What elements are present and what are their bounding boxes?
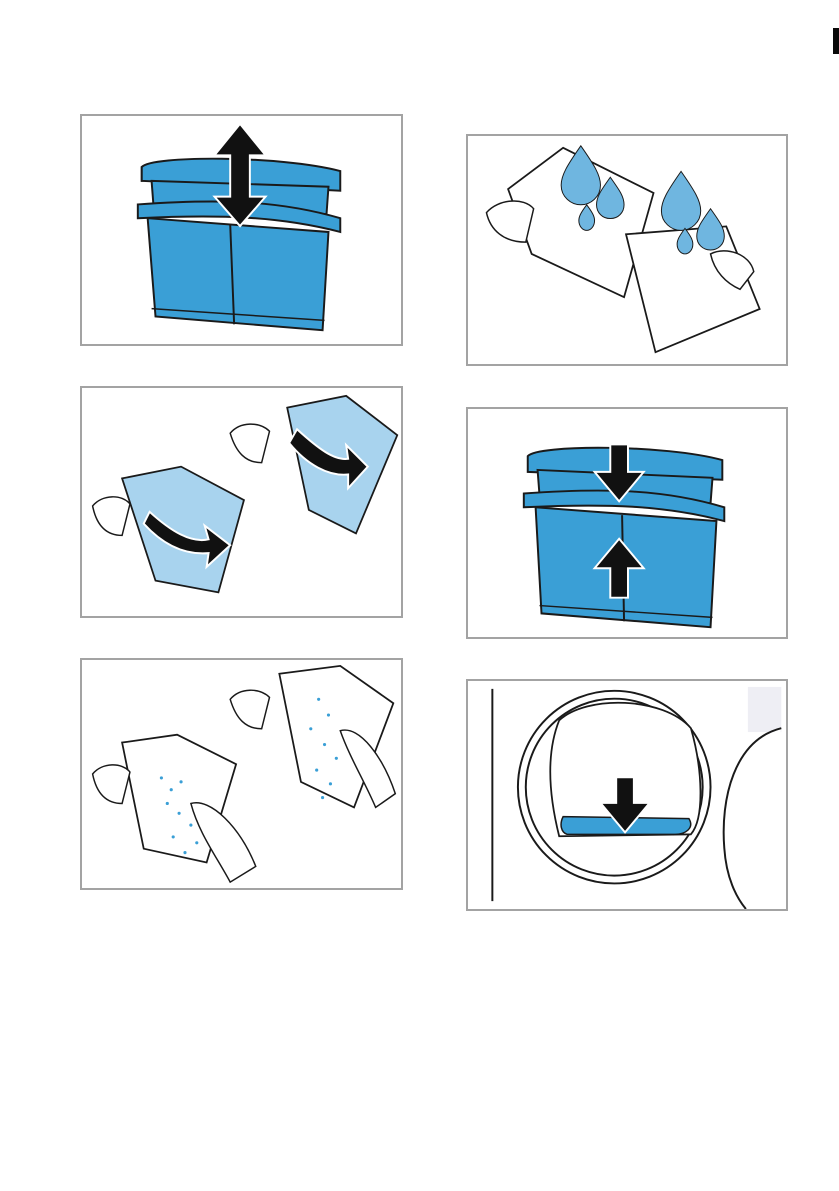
page-edge-tab [833,28,839,54]
step-illustration-pull-apart [80,114,403,346]
filter-open-halves-drawing [82,388,401,616]
step-illustration-push-together [466,407,788,639]
step-illustration-insert-in-door [466,679,788,911]
dryer-door-drawing [468,681,786,909]
filter-remove-lint-drawing [82,660,401,888]
step-illustration-open-halves [80,386,403,618]
filter-rinse-drawing [468,136,786,364]
step-illustration-remove-lint [80,658,403,890]
step-illustration-rinse [466,134,788,366]
filter-push-together-drawing [468,409,786,637]
filter-pull-apart-drawing [82,116,401,344]
